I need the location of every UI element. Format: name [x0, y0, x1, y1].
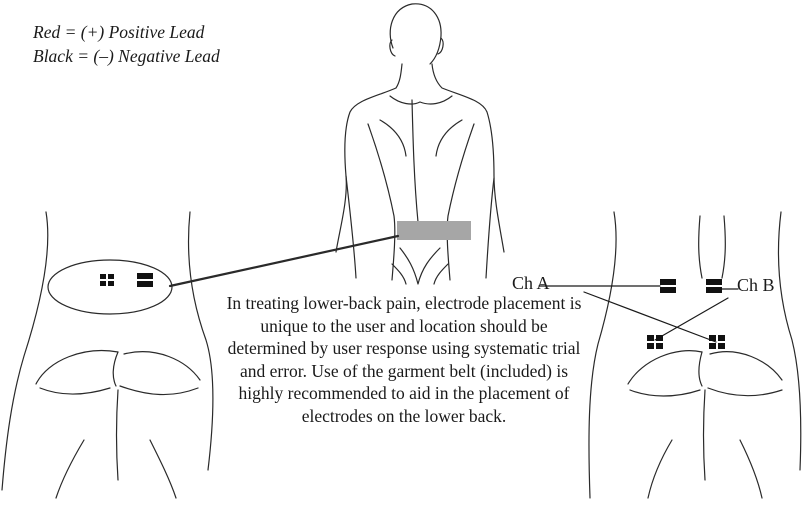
- right-electrode-plus-b: [709, 335, 725, 349]
- legend-positive-lead: Red = (+) Positive Lead: [33, 20, 220, 44]
- zoom-connector-line: [170, 236, 398, 286]
- channel-a-label: Ch A: [512, 273, 550, 294]
- legend-negative-lead: Black = (–) Negative Lead: [33, 44, 220, 68]
- right-lower-back-figure: [589, 212, 801, 498]
- right-electrode-minus-b: [706, 279, 722, 293]
- right-electrode-minus-a: [660, 279, 676, 293]
- left-lower-back-figure: [2, 212, 213, 498]
- center-body-figure: [336, 4, 504, 284]
- left-electrode-minus: [137, 273, 153, 287]
- garment-belt: [397, 221, 471, 240]
- lead-color-legend: Red = (+) Positive Lead Black = (–) Nega…: [33, 20, 220, 68]
- ch-b-cross-line: [655, 298, 728, 340]
- right-electrode-plus-a: [647, 335, 663, 349]
- ch-a-cross-line: [584, 292, 716, 342]
- placement-caption: In treating lower-back pain, electrode p…: [222, 292, 586, 427]
- left-electrode-plus: [100, 274, 114, 286]
- highlight-ellipse: [48, 260, 172, 314]
- channel-b-label: Ch B: [737, 275, 775, 296]
